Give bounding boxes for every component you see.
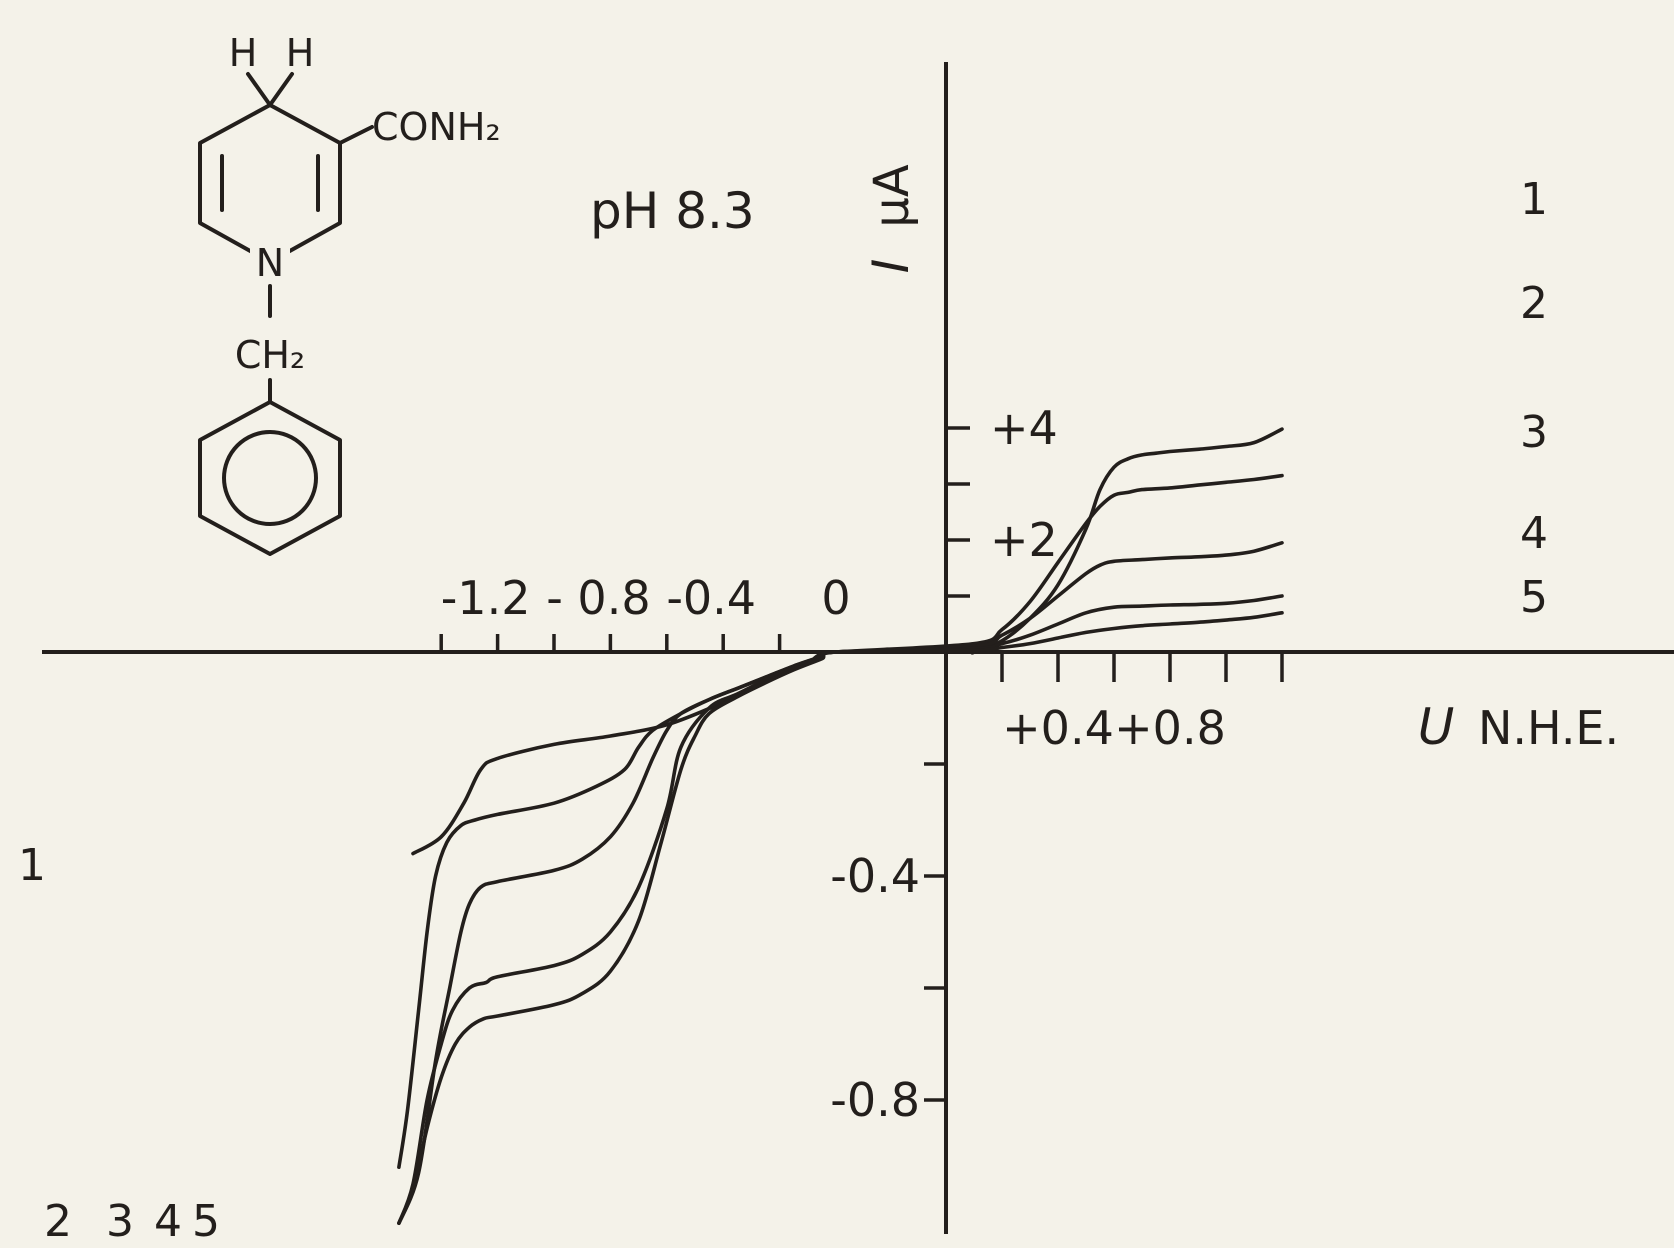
bond-conh2	[338, 125, 374, 145]
label-ch2: CH₂	[235, 333, 305, 377]
series-4-line	[397, 594, 1284, 1225]
curve-label-left: 1	[18, 840, 46, 891]
x-tick-label: - 0.8	[546, 571, 650, 625]
series-3-line	[397, 541, 1284, 1225]
x-tick-label: -1.2	[441, 571, 531, 625]
bond-h-left	[246, 72, 272, 107]
y-tick-label: -0.4	[830, 849, 920, 903]
x-tick-label: +0.4	[1002, 701, 1114, 755]
curve-label-right: 3	[1520, 407, 1548, 458]
curve-label-right: 2	[1520, 278, 1548, 329]
curve-label-left: 3	[106, 1196, 134, 1244]
series-5-line	[397, 611, 1284, 1225]
y-tick-label: +2	[990, 513, 1058, 567]
y-axis-unit: μA	[864, 164, 920, 228]
y-tick-label: +4	[990, 401, 1058, 455]
x-axis-unit: N.H.E.	[1478, 701, 1619, 755]
phenyl-ring	[198, 400, 342, 556]
curve-label-left: 2	[44, 1196, 72, 1244]
molecule-structure: H H CONH₂ N CH₂	[198, 31, 501, 556]
label-h-left: H	[229, 31, 258, 75]
label-h-right: H	[286, 31, 315, 75]
y-tick-label: -0.8	[830, 1073, 920, 1127]
series-1-line	[411, 427, 1284, 856]
curve-label-left: 4	[154, 1196, 182, 1244]
label-conh2: CONH₂	[372, 105, 501, 149]
curve-label-right: 1	[1520, 174, 1548, 225]
axes	[42, 62, 1674, 1234]
bond-h-right	[268, 72, 294, 107]
ph-annotation: pH 8.3	[590, 182, 755, 240]
y-axis-label: I	[862, 259, 920, 274]
x-tick-label: +0.8	[1114, 701, 1226, 755]
x-tick-label: 0	[821, 571, 850, 625]
curve-label-right: 5	[1520, 572, 1548, 623]
phenyl-aromatic-circle	[222, 430, 318, 526]
axis-labels: -1.2 - 0.8 -0.4 0 +0.4+0.8 +4 +2 -0.4 -0.8 U N.H.E…	[18, 164, 1619, 1247]
curve-label-right: 4	[1520, 508, 1548, 559]
curves	[397, 427, 1284, 1225]
y-axis-title: IμA	[862, 164, 920, 273]
label-n: N	[256, 241, 284, 285]
x-axis-label: U	[1418, 698, 1455, 756]
x-tick-label: -0.4	[666, 571, 756, 625]
curve-label-left: 5	[192, 1196, 220, 1244]
